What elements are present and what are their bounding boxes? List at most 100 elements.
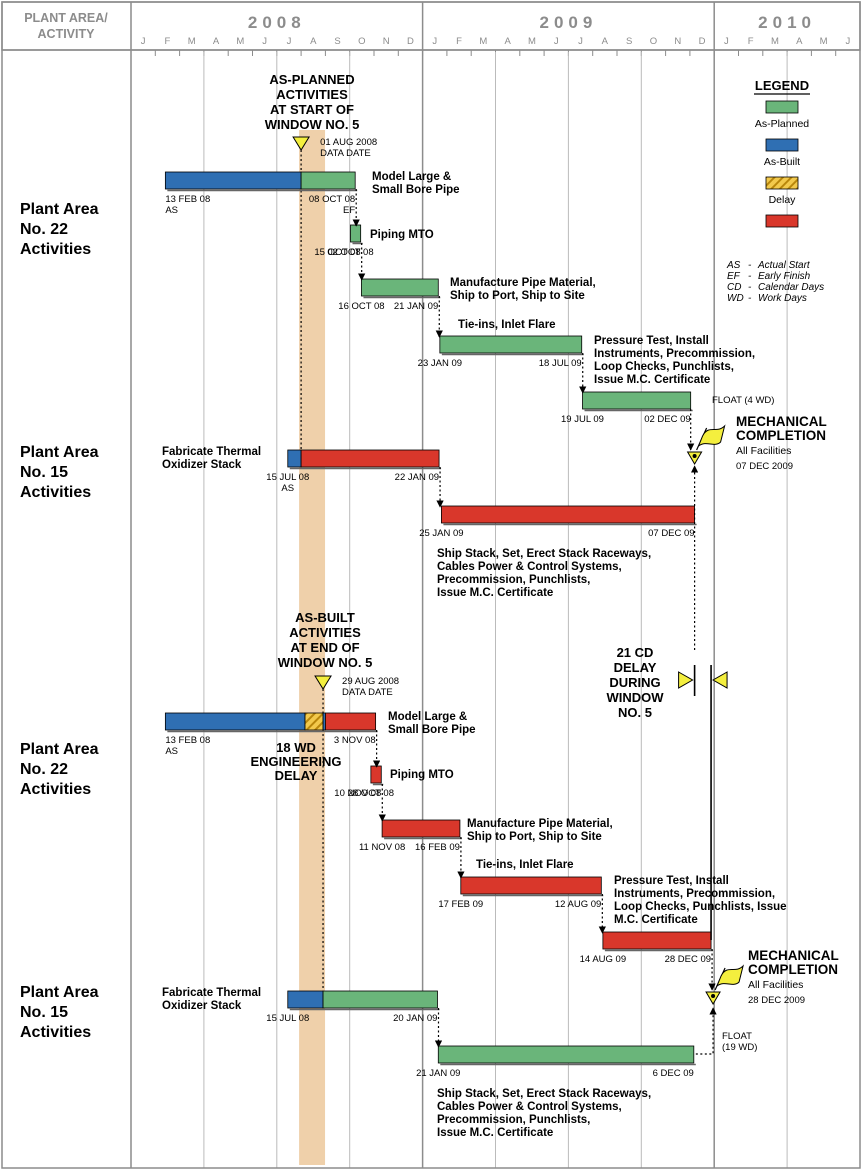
bar-segment-planned — [439, 335, 583, 354]
delay-during-window-label: DELAY — [614, 660, 657, 675]
activity-label: Issue M.C. Certificate — [437, 587, 553, 599]
section-label: No. 22 — [20, 761, 68, 778]
engineering-delay-label: 18 WD — [276, 740, 316, 755]
abbreviation-key: AS — [726, 260, 741, 271]
legend-swatch-asbuilt — [765, 138, 799, 152]
month-label: M — [188, 36, 196, 47]
month-label: A — [504, 36, 511, 47]
finish-date-label: 02 DEC 09 — [644, 414, 690, 425]
window-title: AT END OF — [290, 640, 359, 655]
start-date-label: 23 JAN 09 — [418, 358, 462, 369]
activity-bar — [602, 931, 714, 952]
month-label: N — [674, 36, 681, 47]
data-date-marker — [314, 675, 332, 690]
legend-label: As-Planned — [755, 118, 809, 130]
activity-label: Issue M.C. Certificate — [594, 374, 710, 386]
bar-segment-planned — [350, 224, 362, 243]
finish-date-label: 07 DEC 09 — [648, 528, 694, 539]
start-date-label: 02 OCT 08 — [327, 247, 373, 258]
start-date-label: 28 OCT 08 — [348, 788, 394, 799]
start-date-label: 17 FEB 09 — [438, 899, 483, 910]
month-label: N — [383, 36, 390, 47]
section-label: No. 22 — [20, 221, 68, 238]
section-label: Plant Area — [20, 201, 99, 218]
activity-label: Ship to Port, Ship to Site — [450, 290, 585, 302]
finish-date-label: 22 JAN 09 — [395, 472, 439, 483]
milestone-triangle-icon — [686, 451, 703, 465]
activity-bar — [437, 1045, 696, 1066]
activity-bar — [370, 765, 384, 786]
abbreviation-key: EF — [727, 271, 741, 282]
month-label: O — [650, 36, 657, 47]
start-date-label: 11 NOV 08 — [359, 842, 405, 853]
section-label: No. 15 — [20, 1004, 68, 1021]
window-title: WINDOW NO. 5 — [265, 117, 360, 132]
month-label: J — [845, 36, 850, 47]
bar-segment-delay — [304, 712, 324, 731]
milestone-title: COMPLETION — [736, 428, 826, 443]
start-date-label: 25 JAN 09 — [419, 528, 463, 539]
activity-bar — [287, 990, 440, 1011]
month-label: D — [699, 36, 706, 47]
year-label: 2009 — [539, 13, 597, 32]
start-date-label: 15 JUL 08 — [266, 472, 309, 483]
data-date-label: 01 AUG 2008 — [320, 137, 377, 148]
activity-label: Precommission, Punchlists, — [437, 574, 590, 586]
month-label: J — [432, 36, 437, 47]
activity-label: Ship Stack, Set, Erect Stack Raceways, — [437, 548, 651, 560]
window-title: ACTIVITIES — [289, 625, 361, 640]
finish-date-label: 16 FEB 09 — [415, 842, 460, 853]
bar-segment-other — [441, 505, 696, 524]
window-title: ACTIVITIES — [276, 87, 348, 102]
finish-date-label: 12 AUG 09 — [555, 899, 601, 910]
activity-label: Instruments, Precommission, — [594, 348, 755, 360]
month-label: J — [724, 36, 729, 47]
activity-label: Precommission, Punchlists, — [437, 1114, 590, 1126]
delay-during-window-label: 21 CD — [617, 645, 654, 660]
year-label: 2008 — [248, 13, 306, 32]
bar-segment-planned — [300, 171, 356, 190]
data-date-marker — [292, 136, 310, 151]
milestone-subtitle: All Facilities — [748, 979, 803, 991]
mechanical-completion-milestone — [705, 964, 744, 1005]
delay-during-window-label: NO. 5 — [618, 705, 652, 720]
legend-label: Delay — [769, 194, 797, 206]
finish-date-label: 08 OCT 08 — [309, 194, 355, 205]
activity-label: Instruments, Precommission, — [614, 888, 775, 900]
activity-bar — [582, 391, 693, 412]
bar-segment-planned — [582, 391, 692, 410]
abbreviation-dash: - — [748, 282, 752, 293]
start-date-label: 14 AUG 09 — [580, 954, 626, 965]
milestone-date: 07 DEC 2009 — [736, 461, 793, 472]
month-label: S — [626, 36, 632, 47]
activity-label: Cables Power & Control Systems, — [437, 1101, 622, 1113]
month-label: A — [602, 36, 609, 47]
milestone-subtitle: All Facilities — [736, 445, 791, 457]
delay-during-window-label: WINDOW — [606, 690, 664, 705]
month-label: S — [334, 36, 340, 47]
legend-swatch-other — [765, 214, 799, 228]
section-label: Activities — [20, 1024, 91, 1041]
bar-segment-other — [602, 931, 712, 950]
activity-label: Manufacture Pipe Material, — [450, 277, 596, 289]
activity-label: Cables Power & Control Systems, — [437, 561, 622, 573]
window-title: AS-PLANNED — [269, 72, 354, 87]
activity-label: Oxidizer Stack — [162, 459, 242, 471]
bar-segment-asbuilt — [287, 449, 302, 468]
finish-date-label: 15 OCT 08 — [314, 247, 360, 258]
bar-segment-asbuilt — [164, 712, 306, 731]
activity-label: Loop Checks, Punchlists, — [594, 361, 734, 373]
start-date-label: 19 JUL 09 — [561, 414, 604, 425]
section-label: No. 15 — [20, 464, 68, 481]
bar-segment-other — [324, 712, 377, 731]
window-title: AT START OF — [270, 102, 354, 117]
abbreviation-key: WD — [727, 293, 744, 304]
activity-label: Manufacture Pipe Material, — [467, 818, 613, 830]
month-label: A — [796, 36, 803, 47]
milestone-date: 28 DEC 2009 — [748, 995, 805, 1006]
delay-during-window-label: DURING — [609, 675, 660, 690]
activity-bar — [441, 505, 697, 526]
activity-label: Ship to Port, Ship to Site — [467, 831, 602, 843]
